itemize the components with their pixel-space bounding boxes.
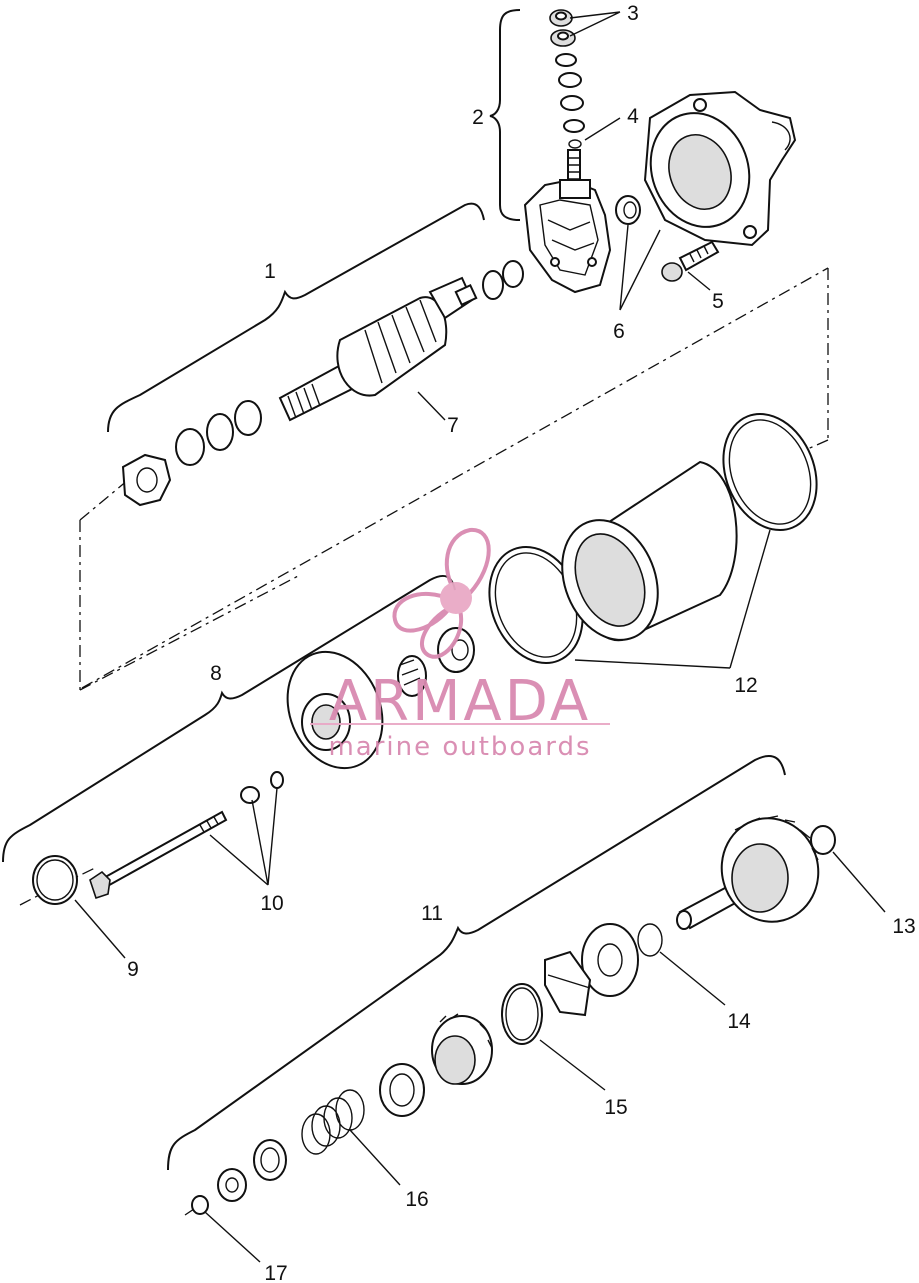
snap-ring-14 (637, 923, 663, 957)
washer-drive (217, 1168, 247, 1202)
washer-10a (240, 786, 260, 804)
callout-8: 8 (210, 662, 222, 685)
callout-1: 1 (264, 260, 276, 283)
leader-17 (204, 1211, 261, 1263)
callout-16: 16 (405, 1188, 428, 1211)
watermark: ARMADA marine outboards (310, 528, 610, 762)
brace-group-1 (107, 202, 485, 433)
through-bolt-5 (661, 240, 720, 282)
nut-3a (549, 9, 573, 27)
leader-4 (584, 117, 621, 141)
spring-retainer (379, 1063, 425, 1117)
o-ring-4 (568, 139, 582, 149)
callout-14: 14 (727, 1010, 751, 1033)
long-bolt-10 (89, 810, 228, 900)
clutch-segments (544, 950, 592, 1017)
leader-6 (619, 224, 661, 311)
armature-group (121, 260, 524, 507)
leader-15 (539, 1039, 606, 1091)
callout-9: 9 (127, 958, 139, 981)
nut-3b (550, 29, 576, 47)
washer-arm-2 (206, 413, 234, 451)
yoke-group (488, 412, 818, 665)
lock-plate (121, 453, 172, 507)
washer-10b (270, 771, 284, 789)
drive-group (191, 815, 836, 1215)
callout-2: 2 (472, 106, 484, 129)
callout-17: 17 (264, 1262, 287, 1283)
snap-ring-9 (32, 855, 78, 905)
washer-d (563, 119, 585, 133)
washer-arm-top-2 (502, 260, 524, 288)
front-housing (286, 650, 384, 770)
brace-group-8 (2, 574, 456, 863)
callout-5: 5 (712, 290, 724, 313)
ball-bearing (437, 627, 475, 673)
callout-4: 4 (627, 105, 639, 128)
leader-13 (832, 851, 886, 913)
brush-plate-assembly (523, 178, 612, 294)
brace-group-2 (489, 9, 521, 221)
leader-16 (349, 1129, 401, 1186)
washer-a (555, 53, 577, 67)
leader-7 (417, 391, 446, 421)
callout-15: 15 (604, 1096, 627, 1119)
needle-bearing (397, 655, 427, 697)
clutch-washer (581, 923, 639, 997)
callout-10: 10 (260, 892, 283, 915)
clutch-gear-shaft (676, 815, 820, 930)
end-frame-housing (643, 90, 797, 247)
spring-16 (301, 1089, 365, 1155)
brace-group-11 (167, 755, 786, 1171)
pinion-gear (431, 1013, 493, 1085)
armature-7 (278, 276, 478, 422)
terminal-hardware-stack (549, 9, 585, 189)
leader-5 (687, 271, 711, 291)
callout-12: 12 (734, 674, 757, 697)
leader-9 (74, 899, 126, 959)
o-ring-12b (722, 412, 818, 532)
leader-14 (659, 951, 726, 1006)
propeller-logo-icon (392, 528, 491, 659)
watermark-tagline: marine outboards (328, 732, 591, 762)
front-housing-group (286, 627, 475, 770)
group-braces (2, 9, 786, 1171)
callout-7: 7 (447, 414, 459, 437)
field-frame (561, 460, 738, 642)
stop-collar (253, 1139, 287, 1181)
axis-line-lower (81, 267, 829, 689)
washer-arm-1 (175, 428, 205, 466)
snap-ring-17 (191, 1195, 209, 1215)
snap-ring-15 (501, 983, 543, 1045)
leader-10 (209, 787, 278, 886)
callout-13: 13 (892, 915, 915, 938)
axis-line-upper (79, 268, 829, 691)
washer-b (558, 72, 582, 88)
callout-11: 11 (421, 902, 443, 925)
callout-6: 6 (613, 320, 625, 343)
leader-12 (574, 529, 771, 669)
bushing (615, 195, 641, 225)
washer-arm-top-1 (482, 270, 504, 300)
leader-3 (569, 11, 621, 37)
washer-arm-3 (234, 400, 262, 436)
washer-13 (810, 825, 836, 855)
washer-c (560, 95, 584, 111)
callout-labels: 1 2 3 4 5 6 7 8 9 10 11 12 13 14 15 16 1… (127, 2, 916, 1283)
leader-lines (74, 11, 886, 1263)
callout-3: 3 (627, 2, 639, 25)
